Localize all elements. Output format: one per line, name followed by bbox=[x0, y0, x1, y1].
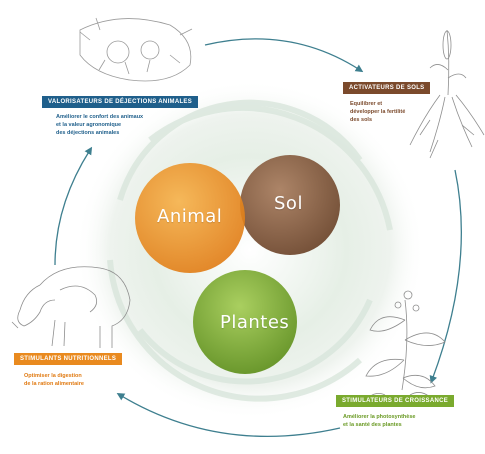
manure-valorizers-desc: Améliorer le confort des animaux et la v… bbox=[56, 113, 143, 137]
animal-label: Animal bbox=[157, 206, 223, 227]
cow-sketch bbox=[11, 266, 131, 348]
nutritional-stimulants-tag: STIMULANTS NUTRITIONNELS bbox=[14, 353, 123, 365]
flowering-plant-sketch bbox=[365, 290, 446, 398]
nutritional-stimulants-desc: Optimiser la digestion de la ration alim… bbox=[24, 372, 84, 388]
desc-line: Equilibrer et bbox=[350, 101, 383, 107]
soil-activators-desc: Equilibrer et développer la fertilité de… bbox=[350, 100, 405, 124]
desc-line: Améliorer le confort des animaux bbox=[56, 114, 144, 120]
sol-label: Sol bbox=[274, 193, 303, 214]
growth-stimulators-tag: STIMULATEURS DE CROISSANCE bbox=[336, 395, 455, 407]
root-plant-sketch bbox=[409, 29, 485, 159]
sol-circle bbox=[240, 155, 340, 255]
plantes-circle bbox=[193, 270, 297, 374]
desc-line: Optimiser la digestion bbox=[24, 373, 82, 379]
plantes-label: Plantes bbox=[220, 312, 290, 333]
desc-line: et la valeur agronomique bbox=[56, 122, 122, 128]
cycle-arrows bbox=[54, 38, 462, 438]
swirl-strokes bbox=[107, 99, 393, 402]
soil-activators-tag: ACTIVATEURS DE SOLS bbox=[343, 82, 431, 94]
desc-line: des déjections animales bbox=[56, 130, 120, 136]
desc-line: développer la fertilité bbox=[350, 109, 406, 115]
animal-manure-sketch bbox=[79, 17, 193, 82]
growth-stimulators-desc: Améliorer la photosynthèse et la santé d… bbox=[343, 413, 415, 429]
desc-line: et la santé des plantes bbox=[343, 422, 402, 428]
animal-circle bbox=[135, 163, 245, 273]
desc-line: de la ration alimentaire bbox=[24, 381, 84, 387]
swirl-halo bbox=[75, 80, 425, 420]
manure-valorizers-tag: VALORISATEURS DE DÉJECTIONS ANIMALES bbox=[42, 96, 199, 108]
desc-line: Améliorer la photosynthèse bbox=[343, 414, 416, 420]
desc-line: des sols bbox=[350, 117, 373, 123]
